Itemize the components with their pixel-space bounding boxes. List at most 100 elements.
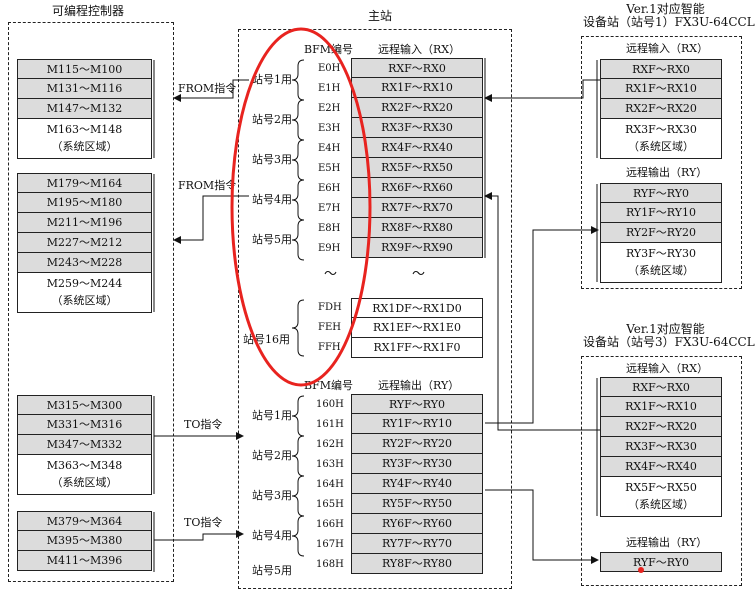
station-brace [291,435,305,477]
station1-box [581,36,742,289]
highlight-ellipse [230,27,372,387]
plc-title: 可编程控制器 [51,4,124,18]
master-input-cell: RX1DF～RX1D0 [351,298,483,318]
bfm-address: FEH [318,322,341,333]
station-label: 站号1用 [252,73,292,86]
master-input-cell: RX9F～RX90 [351,238,483,258]
station1-input-arrow [484,79,600,102]
plc-cell: M411～M396 [17,551,152,571]
station3-input-cell: RX3F～RX30 [600,437,722,457]
station-label: 站号3用 [252,153,292,166]
station-label: 站号2用 [252,113,292,126]
master-input-cell: RX6F～RX60 [351,178,483,198]
master-input-cell: RX8F～RX80 [351,218,483,238]
master-input-cell: RX5F～RX50 [351,158,483,178]
station3-input-cell: RX2F～RX20 [600,417,722,437]
master-output-cell: RY6F～RY60 [351,514,483,534]
bfm-address: 161H [316,419,344,430]
station-label: 站号1用 [252,409,292,422]
station1-input-header: 远程输入（RX） [626,42,709,55]
plc-cell: M211～M196 [17,213,152,233]
bfm-address: E3H [318,123,341,134]
bfm-address: E9H [318,243,341,254]
master-input-cell: RX3F～RX30 [351,118,483,138]
station3-input-table: RXF～RX0 RX1F～RX10 RX2F～RX20 RX3F～RX30 RX… [600,377,722,517]
station1-output-arrow [485,226,599,424]
bfm-address: 165H [316,499,344,510]
plc-system-area: M163～M148 （系统区域） [17,119,152,159]
master-input-cell: RX1EF～RX1E0 [351,318,483,338]
bfm-address: E1H [318,83,341,94]
bfm-address: 166H [316,519,344,530]
master-output-cell: RY8F～RY80 [351,554,483,574]
station3-title-line2: 设备站（站号3）FX3U-64CCL [583,335,755,349]
plc-group-3: M315～M300 M331～M316 M347～M332 M363～M348 … [17,395,152,495]
station3-input-cell: RX1F～RX10 [600,397,722,417]
master-output-header: 远程输出（RY） [378,379,460,392]
station3-input-arrow [484,192,600,431]
master-input-cell: RX1FF～RX1F0 [351,338,483,358]
plc-cell: M347～M332 [17,435,152,455]
station-label: 站号2用 [252,449,292,462]
ellipsis-mark: ～ [324,267,338,282]
station-label: 站号3用 [252,489,292,502]
station3-input-cell: RXF～RX0 [600,377,722,397]
master-input-cell: RX7F～RX70 [351,198,483,218]
station1-output-cell: RYF～RY0 [600,183,722,203]
bfm-address: 167H [316,539,344,550]
bfm-address: E8H [318,223,341,234]
from-arrow-2 [173,195,249,244]
station1-output-table: RYF～RY0 RY1F～RY10 RY2F～RY20 RY3F～RY30 （系… [600,183,722,283]
plc-cell: M179～M164 [17,173,152,193]
master-output-cell: RYF～RY0 [351,394,483,414]
plc-cell: M315～M300 [17,395,152,415]
station1-output-cell: RY2F～RY20 [600,223,722,243]
connector-layer [153,27,644,573]
ellipsis-mark: ～ [412,267,426,282]
station3-output-table: RYF～RY0 [600,552,722,572]
plc-system-area: M363～M348 （系统区域） [17,455,152,495]
station-brace [291,139,305,181]
bfm-header: BFM编号 [304,43,353,56]
station-brace [291,99,305,141]
station-brace [291,299,305,357]
bfm-address: 164H [316,479,344,490]
bfm-address: FDH [318,302,342,313]
bfm-address: 163H [316,459,344,470]
station1-input-cell: RX2F～RX20 [600,99,722,119]
master-input-cell: RXF～RX0 [351,58,483,78]
plc-cell: M395～M380 [17,531,152,551]
station1-system-area: RX3F～RX30 （系统区域） [600,119,722,159]
station-label: 站号5用 [252,233,292,246]
bfm-address: E6H [318,183,341,194]
station3-box [581,356,742,586]
plc-cell: M147～M132 [17,99,152,119]
station1-output-header: 远程输出（RY） [626,166,708,179]
station3-input-header: 远程输入（RX） [626,362,709,375]
plc-group-4: M379～M364 M395～M380 M411～M396 [17,511,152,571]
bfm-address: E2H [318,103,341,114]
station-label: 站号4用 [252,529,292,542]
station1-system-area: RY3F～RY30 （系统区域） [600,243,722,283]
station-label: 站号5用 [252,564,292,577]
from-instruction-label-1: FROM指令 [178,82,237,95]
plc-cell: M115～M100 [17,59,152,79]
to-arrow-2 [154,530,244,541]
to-instruction-label-1: TO指令 [184,418,223,431]
master-input-cell: RX1F～RX10 [351,78,483,98]
station-brace [291,475,305,517]
station-brace [291,219,305,261]
plc-group-1: M115～M100 M131～M116 M147～M132 M163～M148 … [17,59,152,159]
plc-cell: M227～M212 [17,233,152,253]
from-instruction-label-2: FROM指令 [178,179,237,192]
station3-output-header: 远程输出（RY） [626,536,708,549]
plc-system-area: M259～M244 （系统区域） [17,273,152,313]
master-output-cell: RY3F～RY30 [351,454,483,474]
bfm-address: E5H [318,163,341,174]
bfm-address: 160H [316,399,344,410]
plc-cell: M379～M364 [17,511,152,531]
bfm-address: E0H [318,63,341,74]
station-brace [291,515,305,557]
station3-output-arrow [485,489,599,564]
master-input-cell: RX2F～RX20 [351,98,483,118]
